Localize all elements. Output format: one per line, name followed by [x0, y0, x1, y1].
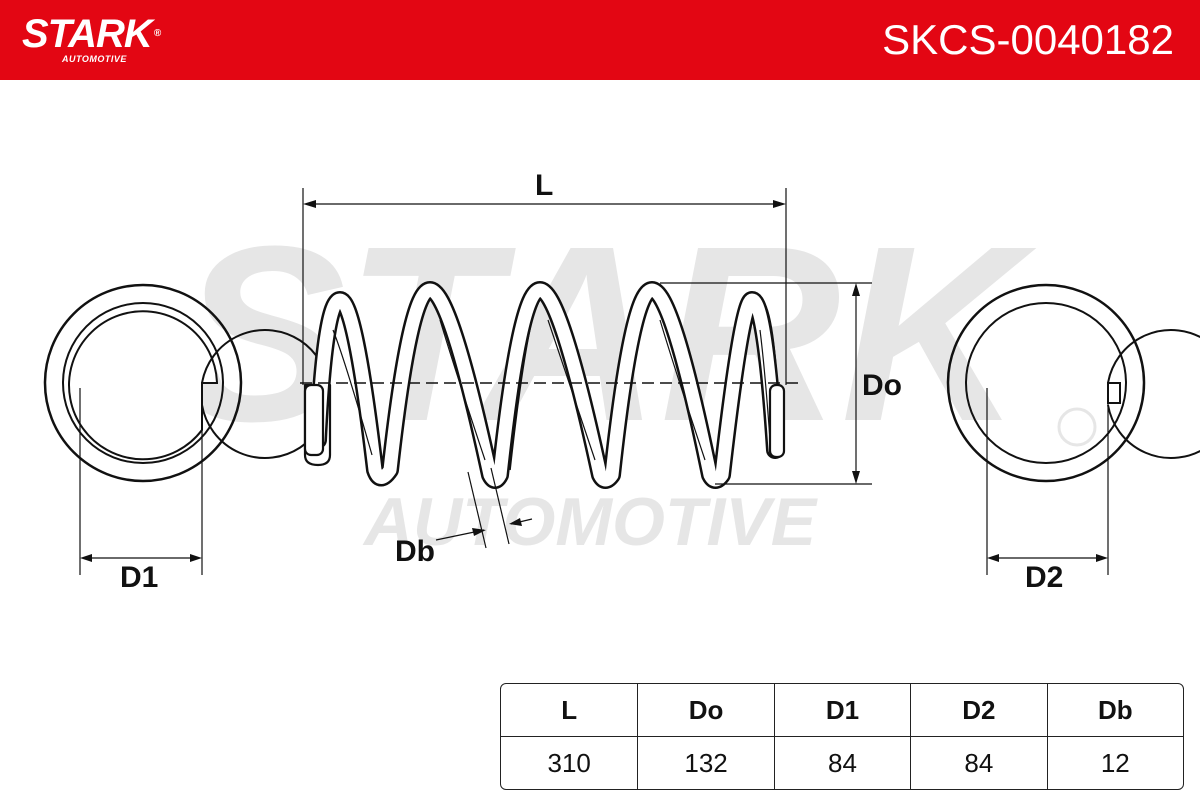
- spec-header-D2: D2: [910, 684, 1047, 737]
- spec-header-Db: Db: [1046, 684, 1183, 737]
- spring-side-view: [303, 281, 786, 489]
- outer-diameter-dimension: [660, 282, 872, 485]
- spec-header-Do: Do: [637, 684, 774, 737]
- spec-value-L: 310: [547, 747, 591, 778]
- wire-diameter-dimension: [435, 467, 533, 549]
- end-view-right: [946, 283, 1200, 575]
- spec-header-row: L Do D1 D2 Db: [501, 684, 1183, 737]
- part-number: SKCS-0040182: [882, 16, 1174, 63]
- stark-logo: STARK® AUTOMOTIVE: [22, 12, 161, 64]
- brand-name: STARK: [22, 12, 153, 56]
- label-L: L: [535, 169, 554, 202]
- spec-value-Do: 132: [637, 737, 773, 789]
- spec-table: L Do D1 D2 Db 310 132 84 84 12: [500, 683, 1184, 790]
- label-D2: D2: [1025, 561, 1064, 594]
- length-dimension: [302, 188, 787, 385]
- label-Db: Db: [395, 535, 435, 568]
- brand-subtitle: AUTOMOTIVE: [62, 54, 127, 64]
- watermark-sub: AUTOMOTIVE: [362, 484, 819, 560]
- spec-value-D2: 84: [910, 737, 1046, 789]
- label-Do: Do: [862, 369, 902, 402]
- label-D1: D1: [120, 561, 159, 594]
- spec-value-D1: 84: [773, 737, 910, 789]
- spec-header-D1: D1: [773, 684, 911, 737]
- spec-value-row: 310 132 84 84 12: [501, 737, 1183, 789]
- header-bar: STARK® AUTOMOTIVE SKCS-0040182: [0, 0, 1200, 80]
- spec-value-Db: 12: [1046, 737, 1183, 789]
- spec-header-L: L: [501, 684, 638, 737]
- end-view-left: [43, 283, 331, 575]
- spring-drawing: STARK AUTOMOTIVE: [43, 188, 1200, 575]
